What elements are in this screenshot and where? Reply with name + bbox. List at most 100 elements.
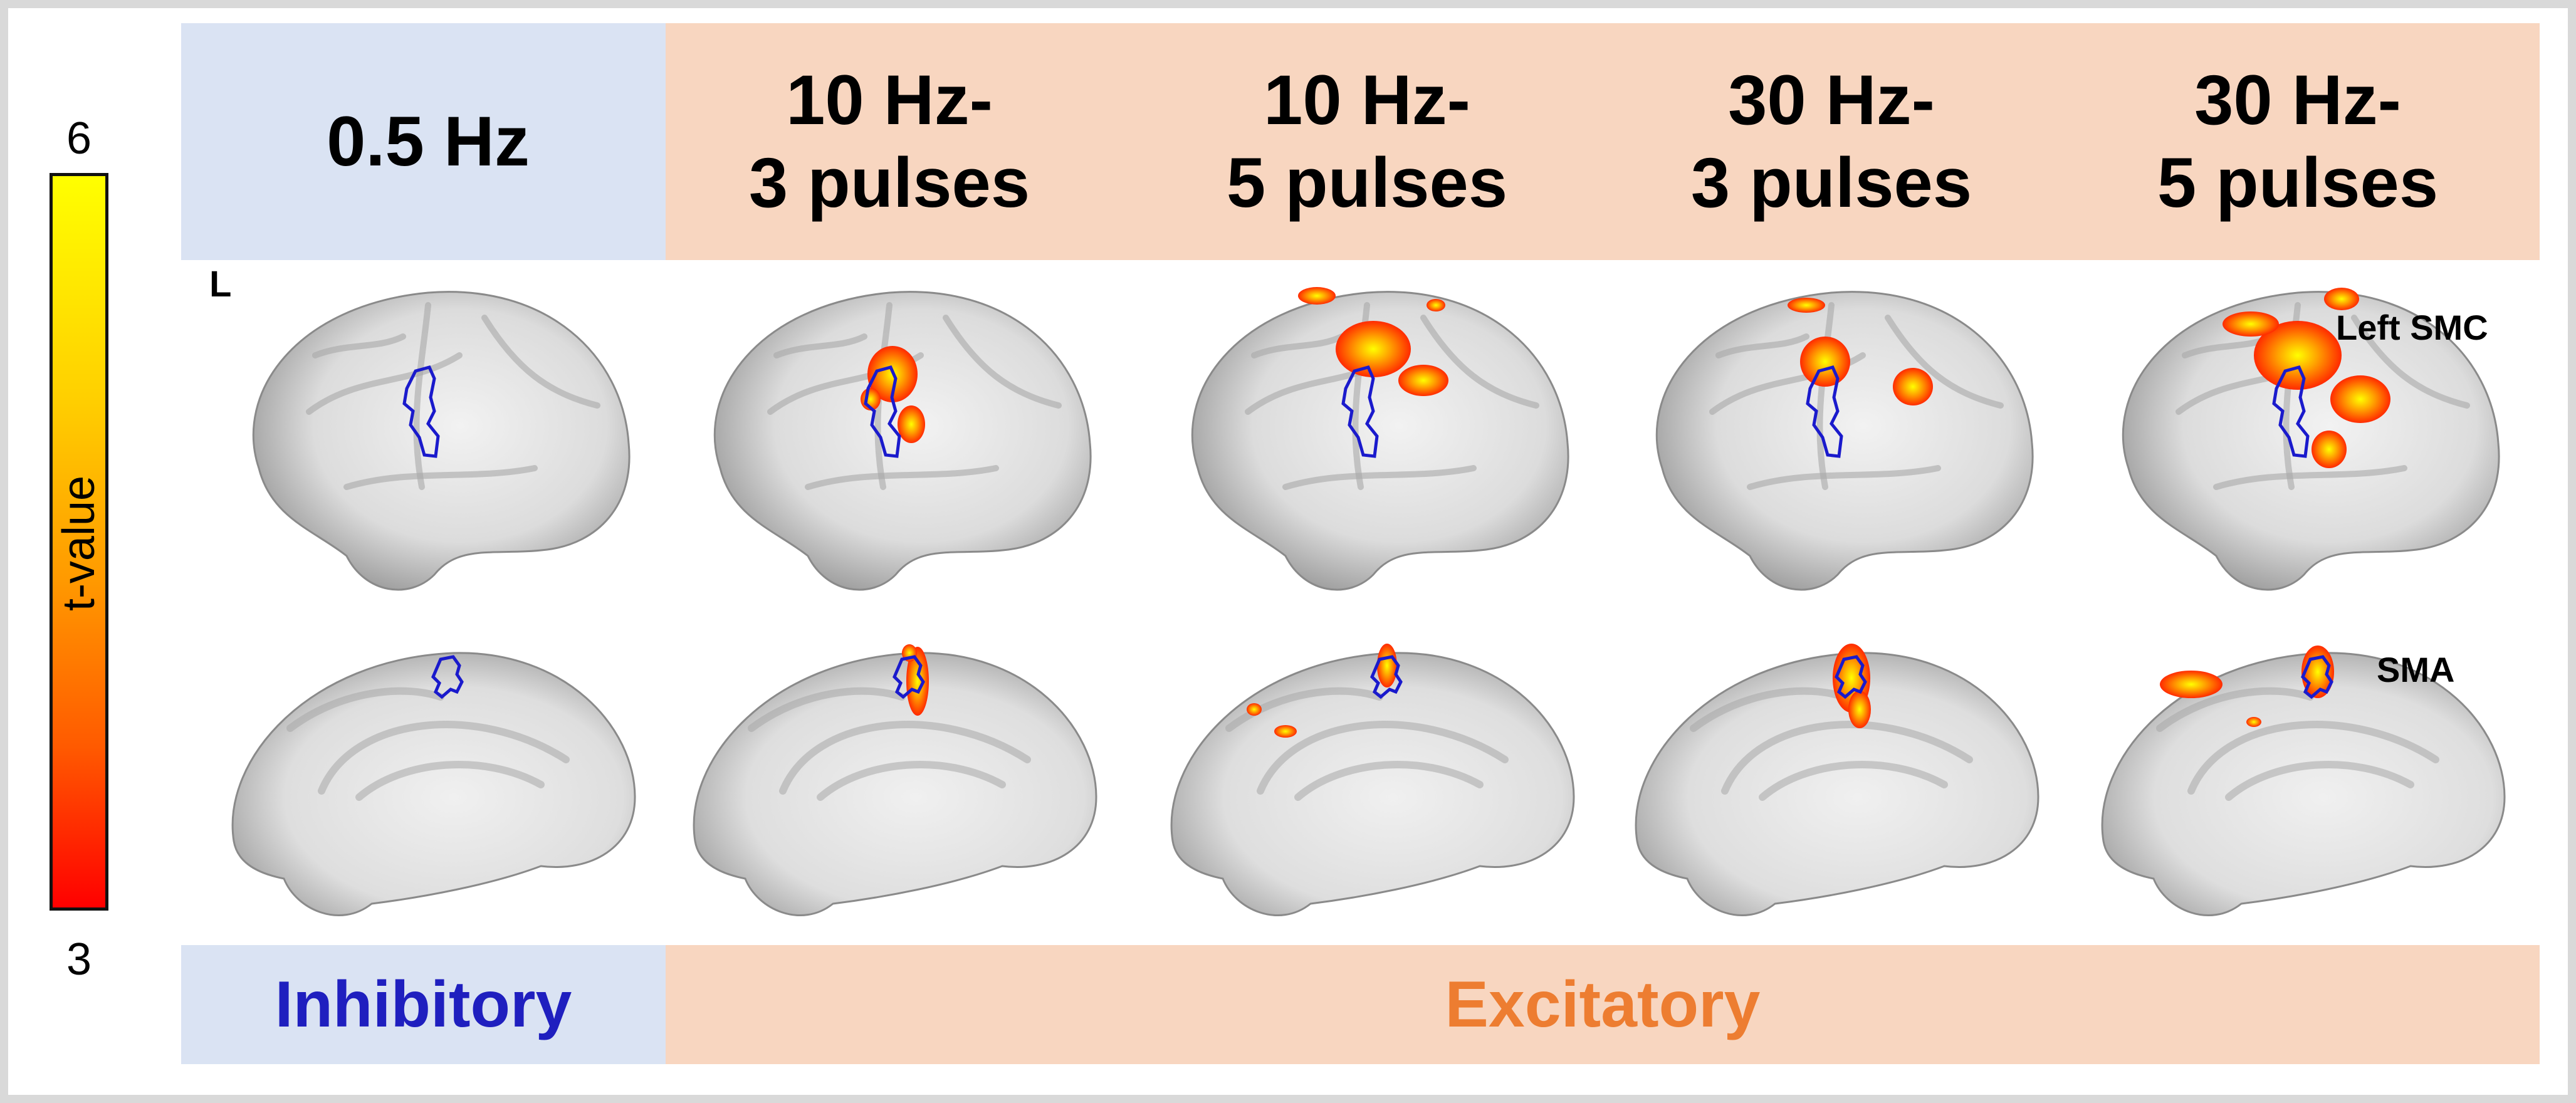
- activation-cluster: [2254, 321, 2342, 390]
- colorbar-min-label: 3: [66, 934, 92, 985]
- lateral-brain-0: [252, 291, 631, 591]
- lateral-brain-4: [2122, 288, 2500, 591]
- activation-cluster: [1377, 644, 1397, 687]
- activation-cluster: [1848, 691, 1871, 728]
- lateral-cortex-surface: [2122, 291, 2500, 591]
- lateral-brain-3: [1655, 291, 2034, 591]
- sulcus-line: [306, 352, 463, 415]
- roi-outline: [893, 655, 925, 699]
- roi-outline: [402, 365, 440, 458]
- activation-cluster: [1298, 287, 1336, 305]
- sulcus-line: [943, 315, 1062, 409]
- activation-cluster: [2223, 311, 2279, 337]
- sulcus-line: [481, 315, 600, 409]
- sulcus-line: [2225, 761, 2414, 801]
- group-label-excitatory: Excitatory: [666, 945, 2540, 1064]
- column-title-0-5hz: 0.5 Hz: [327, 102, 530, 180]
- column-title-10hz-5pulses: 10 Hz- 5 pulses: [1226, 61, 1508, 222]
- sulcus-line: [413, 302, 431, 490]
- sulcus-line: [1420, 315, 1539, 409]
- sulcus-line: [1816, 302, 1835, 490]
- sulcus-line: [343, 465, 538, 490]
- region-label-left-smc: Left SMC: [2336, 308, 2488, 347]
- medial-cortex-surface: [693, 652, 1097, 916]
- roi-outline: [2272, 365, 2310, 458]
- medial-brain-2: [1170, 644, 1575, 916]
- activation-cluster: [906, 647, 929, 716]
- sulcus-line: [1257, 721, 1509, 795]
- lateral-cortex-surface: [1191, 291, 1569, 591]
- group-label-inhibitory: Inhibitory: [181, 945, 666, 1064]
- sulcus-line: [779, 721, 1031, 795]
- column-title-30hz-5pulses: 30 Hz- 5 pulses: [2157, 61, 2439, 222]
- colorbar: [50, 173, 108, 911]
- lateral-cortex-surface: [1655, 291, 2034, 591]
- roi-outline: [1341, 365, 1379, 458]
- sulcus-line: [2351, 315, 2470, 409]
- activation-cluster: [2160, 671, 2223, 698]
- excitatory-text: Excitatory: [1445, 968, 1761, 1041]
- sulcus-line: [1885, 315, 2004, 409]
- inhibitory-text: Inhibitory: [275, 968, 572, 1041]
- sulcus-line: [1715, 333, 1809, 358]
- activation-cluster: [1336, 321, 1411, 377]
- sulcus-line: [817, 761, 1006, 801]
- sulcus-line: [748, 687, 906, 732]
- medial-brain-3: [1635, 644, 2039, 916]
- medial-cortex-surface: [1635, 652, 2039, 916]
- activation-cluster: [1893, 368, 1933, 405]
- medial-cortex-surface: [231, 652, 636, 916]
- activation-cluster: [1274, 725, 1297, 738]
- sulcus-line: [2213, 465, 2407, 490]
- lateral-brain-1: [713, 291, 1092, 591]
- roi-outline: [864, 365, 901, 458]
- region-label-sma: SMA: [2377, 650, 2455, 689]
- sulcus-line: [1251, 333, 1345, 358]
- sulcus-line: [1747, 465, 1941, 490]
- sulcus-line: [773, 333, 867, 358]
- lateral-brain-2: [1191, 287, 1569, 591]
- sulcus-line: [1690, 687, 1848, 732]
- activation-cluster: [1398, 365, 1448, 396]
- roi-outline: [431, 655, 464, 699]
- medial-cortex-surface: [2101, 652, 2506, 916]
- sulcus-line: [318, 721, 570, 795]
- activation-cluster: [1427, 299, 1445, 311]
- sulcus-line: [2187, 721, 2439, 795]
- activation-cluster: [2246, 717, 2261, 727]
- sulcus-line: [1282, 465, 1477, 490]
- activation-cluster: [2324, 288, 2359, 310]
- activation-cluster: [2330, 375, 2390, 423]
- roi-outline: [1806, 365, 1843, 458]
- colorbar-max-label: 6: [66, 113, 92, 164]
- sulcus-line: [1721, 721, 1973, 795]
- column-title-10hz-3pulses: 10 Hz- 3 pulses: [748, 61, 1030, 222]
- activation-cluster: [2312, 431, 2347, 468]
- sulcus-line: [805, 465, 999, 490]
- activation-cluster: [1247, 703, 1262, 716]
- sulcus-line: [355, 761, 545, 801]
- medial-brain-4: [2101, 646, 2506, 916]
- header-inhibitory-background: [181, 23, 666, 260]
- column-title-30hz-3pulses: 30 Hz- 3 pulses: [1690, 61, 1972, 222]
- activation-cluster: [1800, 337, 1850, 387]
- medial-cortex-surface: [1170, 652, 1575, 916]
- sulcus-line: [1294, 761, 1484, 801]
- sulcus-line: [1759, 761, 1948, 801]
- sulcus-line: [312, 333, 406, 358]
- activation-cluster: [898, 405, 925, 443]
- header-excitatory-background: [666, 23, 2540, 260]
- lateral-cortex-surface: [713, 291, 1092, 591]
- medial-brain-0: [231, 652, 636, 916]
- sulcus-line: [2156, 687, 2314, 732]
- sulcus-line: [286, 687, 444, 732]
- medial-brain-1: [693, 644, 1097, 916]
- activation-cluster: [1788, 298, 1825, 313]
- roi-outline: [1370, 655, 1403, 699]
- roi-outline: [2301, 655, 2333, 699]
- sulcus-line: [1225, 687, 1383, 732]
- hemisphere-label: L: [209, 264, 232, 305]
- lateral-cortex-surface: [252, 291, 631, 591]
